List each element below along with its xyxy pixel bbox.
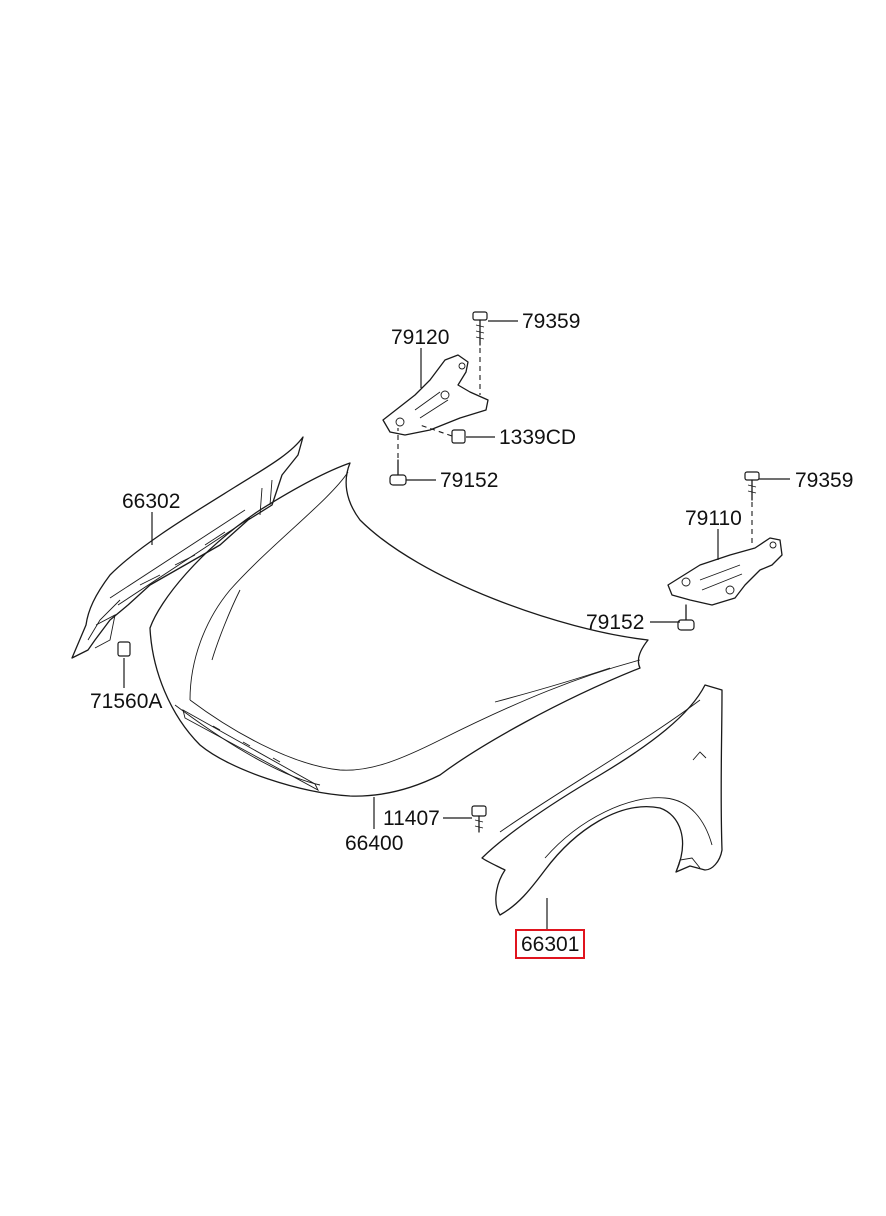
label-66400[interactable]: 66400 (345, 832, 404, 855)
bolt-11407-icon (471, 805, 487, 833)
seal-strip (71, 436, 304, 659)
bolt-79359-right-icon (744, 471, 760, 545)
label-79110[interactable]: 79110 (685, 507, 742, 530)
hinge-left (382, 354, 489, 436)
hood-panel (149, 462, 649, 797)
clip-71560a-icon (117, 641, 131, 657)
label-79152-left[interactable]: 79152 (440, 469, 499, 492)
hinge-right (667, 537, 783, 606)
label-79152-right[interactable]: 79152 (586, 611, 645, 634)
label-1339cd[interactable]: 1339CD (499, 426, 577, 449)
leader-lines (123, 320, 790, 929)
label-71560a[interactable]: 71560A (90, 690, 163, 713)
label-66301-highlighted[interactable]: 66301 (515, 929, 586, 959)
label-66302[interactable]: 66302 (122, 490, 181, 513)
bolt-79152-right-icon (677, 604, 695, 631)
label-79120[interactable]: 79120 (391, 326, 450, 349)
label-79359-left[interactable]: 79359 (522, 310, 581, 333)
nut-1339cd-icon (419, 424, 466, 444)
label-11407[interactable]: 11407 (383, 807, 440, 830)
bolt-79152-left-icon (389, 428, 407, 486)
fender-panel (481, 684, 723, 916)
label-79359-right[interactable]: 79359 (795, 469, 854, 492)
bolt-79359-left-icon (472, 311, 488, 395)
